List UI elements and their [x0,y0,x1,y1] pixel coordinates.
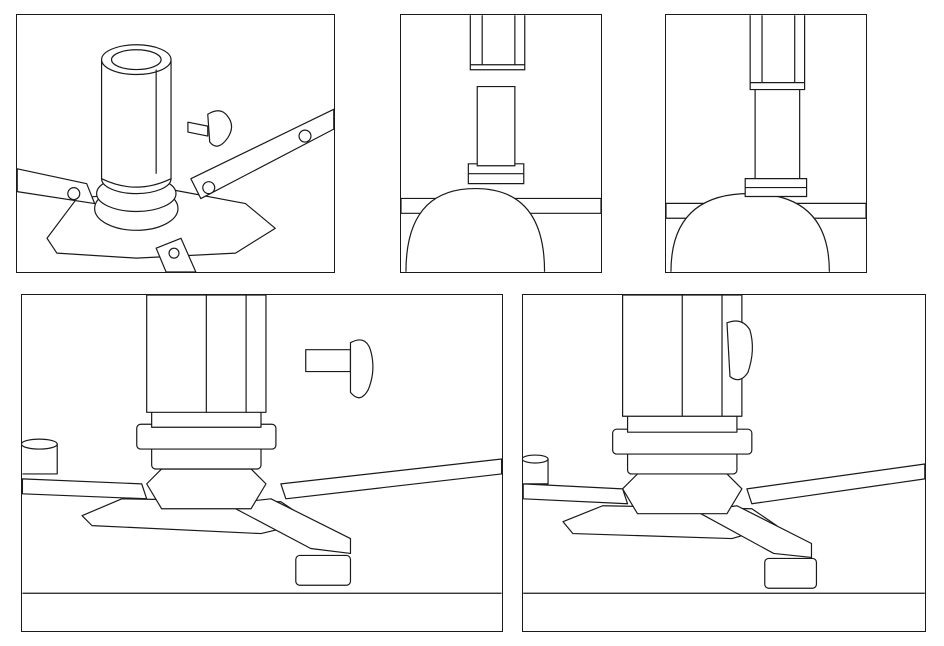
wheel [406,189,545,272]
diagram-panel-step-1 [16,14,335,273]
knob-icon [208,111,232,146]
diagram-panel-step-5 [522,294,926,632]
diagram-panel-step-3 [665,14,867,273]
base-assembly-illustration [17,15,334,272]
tube-insertion-illustration [401,15,601,272]
front-arm [226,499,350,554]
collar-base [623,474,742,514]
diagram-panel-step-4 [21,294,503,632]
screw-hole-icon [299,130,311,142]
tube-inserted-illustration [666,15,866,272]
collar-base [147,469,266,509]
knob-icon [350,340,372,398]
left-arm [22,479,146,499]
tube [102,60,171,188]
inner-tube [477,87,515,166]
cylinder-top [523,455,548,463]
inner-tube [755,90,800,179]
screw-hole-icon [203,182,215,194]
closeup-screw-removed-illustration [22,295,502,631]
nut-top [628,414,737,432]
foot [765,558,817,588]
screw-hole-icon [68,188,80,200]
outer-tube [470,15,524,69]
outer-tube [750,15,804,89]
right-arm [281,459,502,499]
knob-icon [727,321,752,380]
screw-hole-icon [169,248,179,258]
foot [296,555,351,585]
screw-thread [188,122,208,136]
left-arm [17,169,94,204]
right-arm [191,109,334,198]
cylinder-top [22,439,57,449]
right-arm [747,464,925,504]
tube-inner [111,50,161,70]
diagram-panel-step-2 [400,14,602,273]
left-arm [523,484,627,504]
screw-thread [306,350,351,372]
closeup-screw-fastened-illustration [523,295,925,631]
nut [613,429,752,454]
nut [137,424,276,449]
